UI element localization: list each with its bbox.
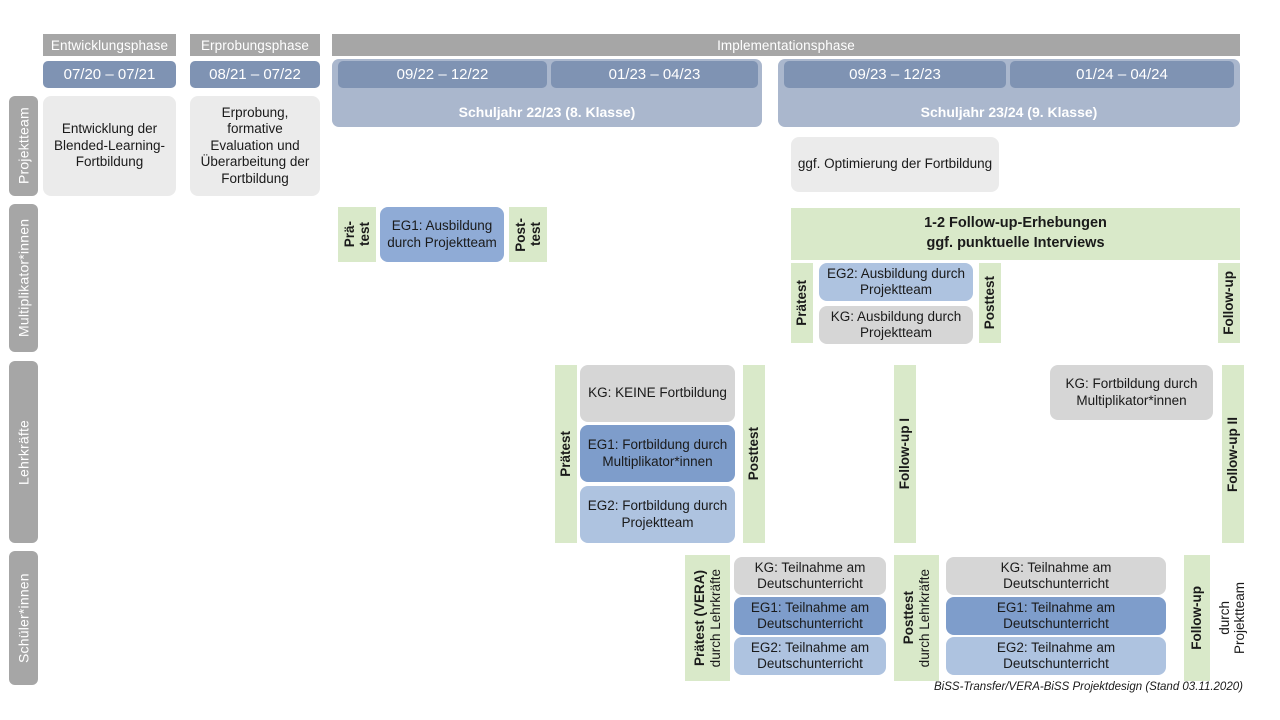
lane-tab-multiplikatorinnen: Multiplikator*innen [9,204,38,352]
lane-label: Lehrkräfte [15,419,32,485]
strip-followup-2-lehrkraefte: Follow-up II [1222,365,1244,543]
lane-label: Projektteam [15,107,32,185]
box-kg-teilnahme-deutschunterricht-1: KG: Teilnahme am Deutschunterricht [734,557,886,595]
phase-bar-entwicklungsphase: Entwicklungsphase [43,34,176,56]
phase-label: Erprobungsphase [200,37,310,53]
strip-followup-1-lehrkraefte: Follow-up I [894,365,916,543]
phase-bar-erprobungsphase: Erprobungsphase [190,34,320,56]
box-text: Entwicklung der Blended-Learning-Fortbil… [53,121,166,170]
banner-line-2: ggf. punktuelle Interviews [926,235,1105,251]
banner-followup-erhebungen: 1-2 Follow-up-Erhebungen ggf. punktuelle… [791,208,1240,260]
box-text: KG: Ausbildung durch Projektteam [830,308,962,340]
box-eg1-fortbildung-multiplikatoren: EG1: Fortbildung durch Multiplikator*inn… [580,425,735,482]
lane-tab-schuelerinnen: Schüler*innen [9,551,38,685]
school-year-label: Schuljahr 23/24 (9. Klasse) [920,104,1098,120]
box-eg1-teilnahme-deutschunterricht-2: EG1: Teilnahme am Deutschunterricht [946,597,1166,635]
period-pill-0124-0424: 01/24 – 04/24 [1010,61,1234,88]
lane-label: Multiplikator*innen [15,218,32,338]
period-label: 09/22 – 12/22 [396,66,489,83]
box-text: EG2: Ausbildung durch Projektteam [826,265,966,297]
box-text: EG1: Teilnahme am Deutschunterricht [750,599,870,631]
strip-label-main: Prätest (VERA) [692,569,707,667]
box-eg2-teilnahme-deutschunterricht-2: EG2: Teilnahme am Deutschunterricht [946,637,1166,675]
box-kg-fortbildung-multiplikatoren: KG: Fortbildung durch Multiplikator*inne… [1050,365,1213,420]
strip-label: Posttest [982,276,998,330]
period-pill-0123-0423: 01/23 – 04/23 [551,61,758,88]
period-pill-0923-1223: 09/23 – 12/23 [784,61,1006,88]
strip-label-line1: Prä- [341,221,357,248]
box-entwicklung-fortbildung: Entwicklung der Blended-Learning-Fortbil… [43,96,176,196]
strip-label: Posttest [746,427,762,481]
strip-label: Follow-up II [1225,416,1241,492]
box-eg1-ausbildung-projektteam: EG1: Ausbildung durch Projektteam [380,207,504,262]
strip-label-sub: durch Lehrkräfte [707,568,723,668]
strip-praetest-lehrkraefte: Prätest [555,365,577,543]
box-kg-ausbildung-projektteam: KG: Ausbildung durch Projektteam [819,306,973,344]
strip-posttest-multiplikatoren-2: Posttest [979,263,1001,343]
period-label: 01/23 – 04/23 [608,66,701,83]
strip-praetest-vera-schueler: Prätest (VERA) durch Lehrkräfte [685,555,730,681]
box-text: KG: Teilnahme am Deutschunterricht [1000,559,1112,591]
school-year-label: Schuljahr 22/23 (8. Klasse) [458,104,636,120]
strip-label-line2: test [528,222,543,247]
strip-praetest-multiplikatoren-1: Prä- test [338,207,376,262]
phase-label: Entwicklungsphase [50,37,169,53]
box-text: EG2: Teilnahme am Deutschunterricht [750,639,870,671]
period-label: 07/20 – 07/21 [63,66,156,83]
strip-label: Follow-up [1221,271,1237,335]
lane-tab-projektteam: Projektteam [9,96,38,196]
box-text: Erprobung, formative Evaluation und Über… [200,104,310,186]
box-eg2-ausbildung-projektteam: EG2: Ausbildung durch Projektteam [819,263,973,301]
box-eg1-teilnahme-deutschunterricht-1: EG1: Teilnahme am Deutschunterricht [734,597,886,635]
strip-followup-schueler-sub: durch Projektteam [1210,555,1254,681]
strip-label-line1: Post- [512,217,528,252]
box-text: EG2: Teilnahme am Deutschunterricht [996,639,1116,671]
box-text: EG1: Teilnahme am Deutschunterricht [996,599,1116,631]
strip-label-sub: durch Lehrkräfte [916,568,932,668]
lane-tab-lehrkraefte: Lehrkräfte [9,361,38,543]
strip-followup-schueler: Follow-up [1184,555,1210,681]
strip-label: Follow-up I [897,418,913,490]
box-text: KG: Teilnahme am Deutschunterricht [754,559,866,591]
phase-bar-implementationsphase: Implementationsphase [332,34,1240,56]
period-label: 09/23 – 12/23 [849,66,941,83]
period-pill-0720-0721: 07/20 – 07/21 [43,61,176,88]
banner-line-1: 1-2 Follow-up-Erhebungen [924,215,1107,232]
strip-label-main: Follow-up [1189,586,1205,650]
strip-praetest-multiplikatoren-2: Prätest [791,263,813,343]
period-label: 08/21 – 07/22 [209,66,301,83]
strip-posttest-multiplikatoren-1: Post- test [509,207,547,262]
strip-posttest-lehrkraefte: Posttest [743,365,765,543]
box-kg-keine-fortbildung: KG: KEINE Fortbildung [580,365,735,422]
strip-label-sub-2: Projektteam [1232,581,1247,655]
footer-text: BiSS-Transfer/VERA-BiSS Projektdesign (S… [934,681,1243,693]
period-pill-0821-0722: 08/21 – 07/22 [190,61,320,88]
strip-followup-multiplikatoren: Follow-up [1218,263,1240,343]
box-kg-teilnahme-deutschunterricht-2: KG: Teilnahme am Deutschunterricht [946,557,1166,595]
strip-label-main: Posttest [901,591,916,645]
period-pill-0922-1222: 09/22 – 12/22 [338,61,547,88]
strip-label: Prätest [794,280,810,326]
strip-posttest-schueler: Posttest durch Lehrkräfte [894,555,939,681]
period-label: 01/24 – 04/24 [1076,66,1168,83]
phase-label: Implementationsphase [717,37,855,53]
box-text: KG: Fortbildung durch Multiplikator*inne… [1065,376,1198,408]
lane-label: Schüler*innen [15,573,32,663]
box-erprobung-evaluation: Erprobung, formative Evaluation und Über… [190,96,320,196]
strip-label-line2: test [357,222,372,247]
box-eg2-fortbildung-projektteam: EG2: Fortbildung durch Projektteam [580,486,735,543]
box-text: KG: KEINE Fortbildung [588,385,727,401]
box-optimierung-fortbildung: ggf. Optimierung der Fortbildung [791,137,999,192]
box-text: EG1: Fortbildung durch Multiplikator*inn… [587,437,728,469]
box-text: ggf. Optimierung der Fortbildung [797,156,993,172]
box-text: EG1: Ausbildung durch Projektteam [387,218,497,250]
box-eg2-teilnahme-deutschunterricht-1: EG2: Teilnahme am Deutschunterricht [734,637,886,675]
footer-caption: BiSS-Transfer/VERA-BiSS Projektdesign (S… [934,681,1243,693]
strip-label-sub-1: durch [1216,601,1232,635]
box-text: EG2: Fortbildung durch Projektteam [587,498,728,530]
strip-label: Prätest [558,431,574,477]
